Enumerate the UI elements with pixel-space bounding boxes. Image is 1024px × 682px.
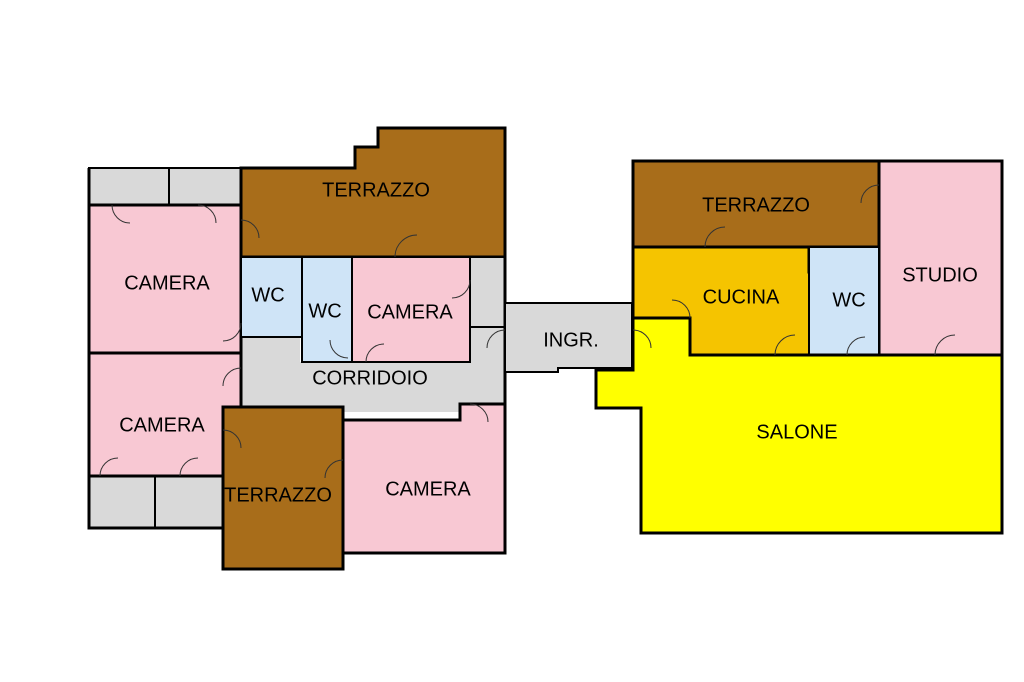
label-camera-mid-left: CAMERA bbox=[119, 414, 205, 436]
corridoio-area bbox=[241, 258, 505, 412]
wc-1-area bbox=[240, 256, 303, 338]
label-studio: STUDIO bbox=[902, 264, 978, 286]
wc-2-area bbox=[301, 256, 353, 363]
storage-top-1 bbox=[88, 167, 170, 206]
label-ingresso: INGR. bbox=[543, 329, 599, 351]
camera-mid-left-area bbox=[87, 351, 243, 478]
label-wc-1: WC bbox=[251, 284, 284, 306]
left-outer-wall bbox=[87, 128, 507, 571]
label-terrazzo-top-right: TERRAZZO bbox=[702, 194, 810, 216]
storage-bottom-1 bbox=[88, 475, 156, 529]
label-camera-top-left: CAMERA bbox=[124, 272, 210, 294]
studio-area bbox=[877, 159, 1004, 358]
label-terrazzo-bottom: TERRAZZO bbox=[224, 484, 332, 506]
salone-area bbox=[594, 316, 1004, 535]
camera-top-left-area bbox=[87, 203, 243, 355]
label-cucina: CUCINA bbox=[703, 286, 780, 308]
wc-3-area bbox=[808, 246, 880, 357]
storage-bottom-2 bbox=[154, 475, 224, 529]
door-swings bbox=[99, 184, 956, 479]
label-terrazzo-top-left: TERRAZZO bbox=[322, 179, 430, 201]
storage-top-2 bbox=[168, 167, 242, 206]
label-camera-center: CAMERA bbox=[367, 301, 453, 323]
label-wc-2: WC bbox=[308, 300, 341, 322]
closet-area bbox=[469, 256, 506, 328]
camera-center-area bbox=[351, 256, 471, 363]
label-salone: SALONE bbox=[756, 421, 837, 443]
label-wc-3: WC bbox=[832, 289, 865, 311]
label-camera-bottom-right: CAMERA bbox=[385, 478, 471, 500]
label-corridoio: CORRIDOIO bbox=[312, 367, 428, 389]
